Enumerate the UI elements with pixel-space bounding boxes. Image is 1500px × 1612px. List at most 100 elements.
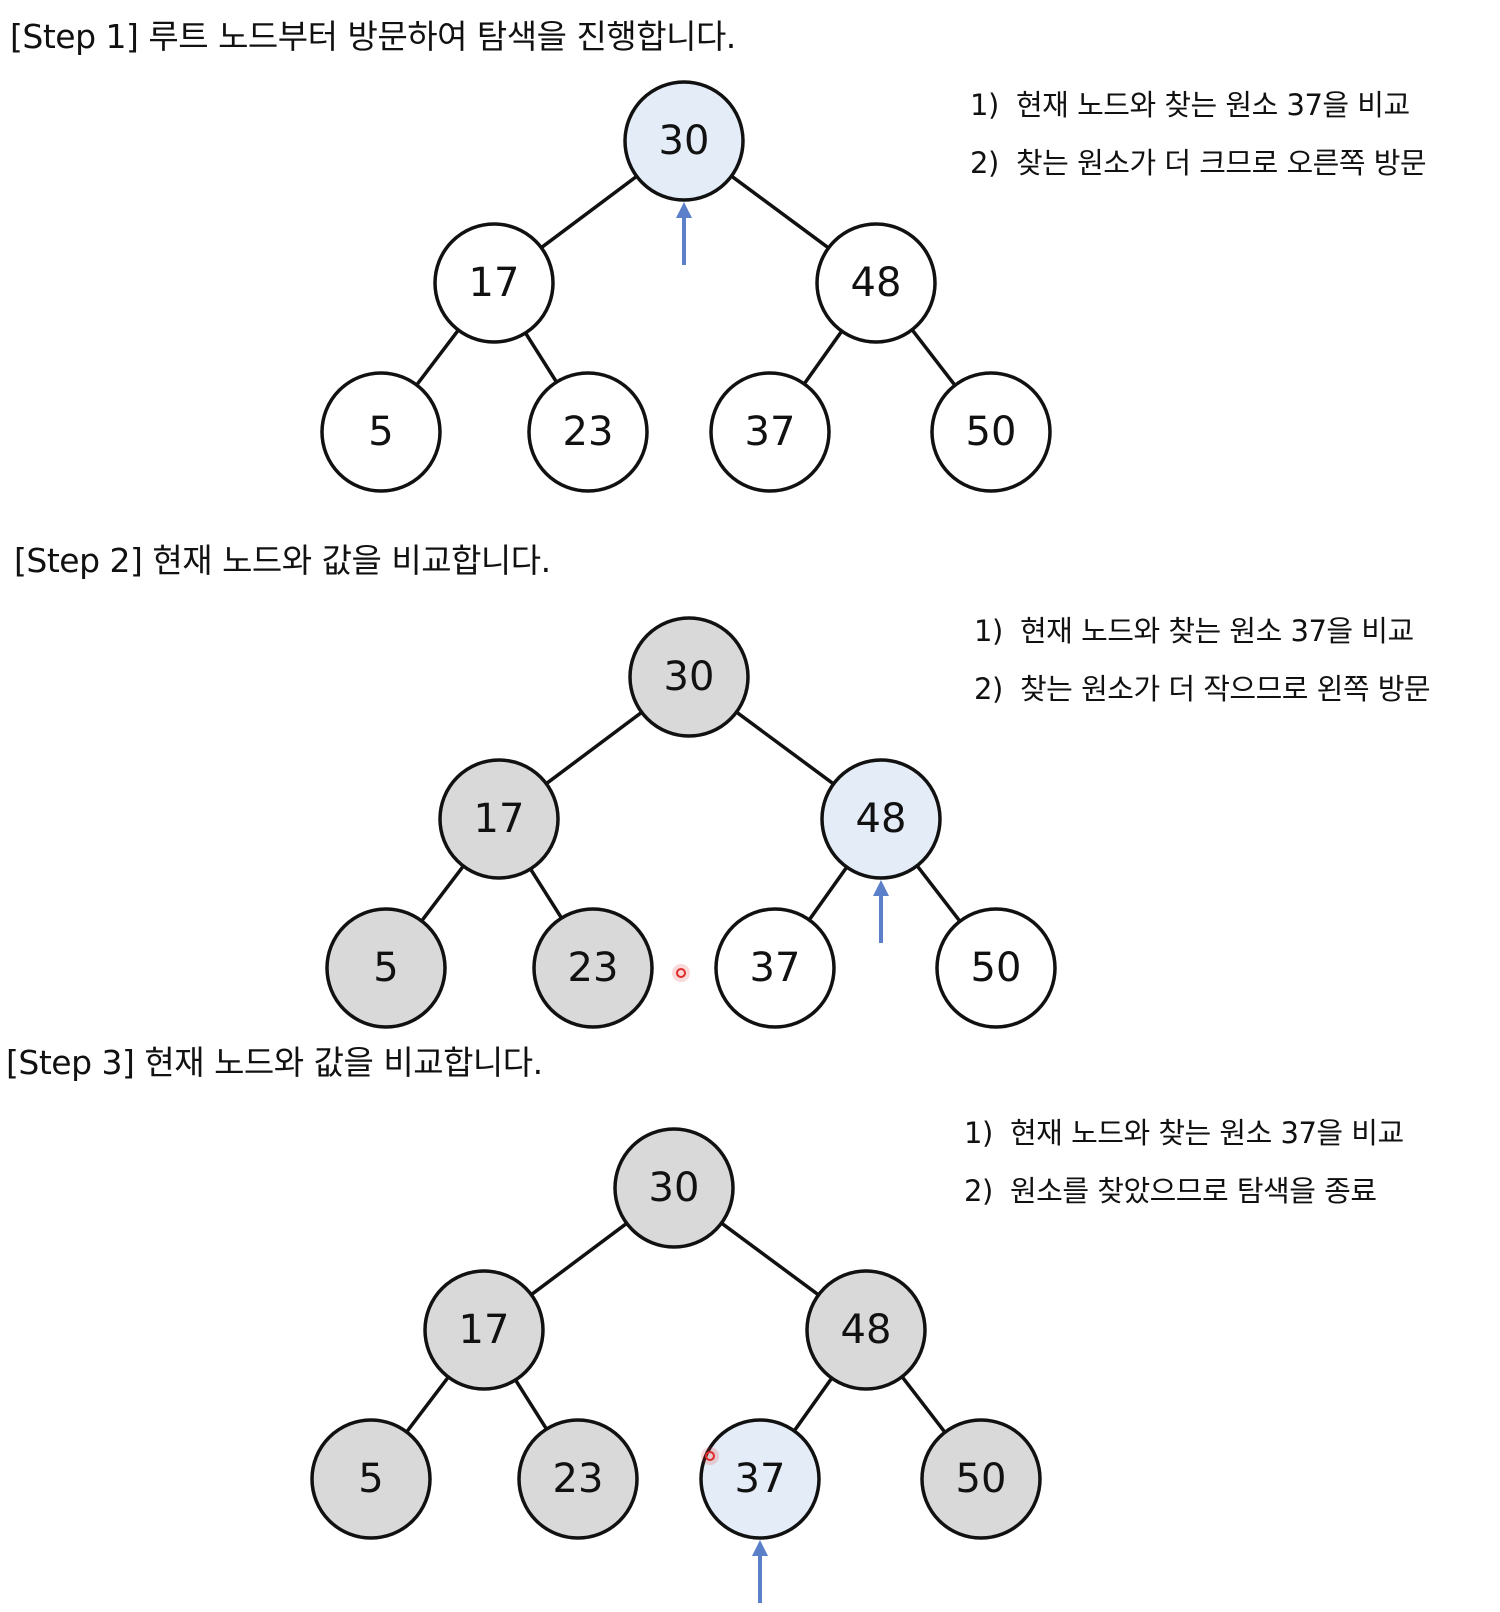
node-label: 30 bbox=[649, 1165, 700, 1211]
tree-edge bbox=[405, 1375, 450, 1434]
tree-edge bbox=[900, 1375, 947, 1434]
node-label: 50 bbox=[966, 409, 1017, 455]
node-label: 30 bbox=[659, 118, 710, 164]
node-label: 30 bbox=[664, 654, 715, 700]
tree-edge bbox=[915, 864, 962, 923]
tree-edge bbox=[524, 331, 558, 384]
node-circle bbox=[532, 907, 654, 1029]
step-2-notes: 1)현재 노드와 찾는 원소 37을 비교 2)찾는 원소가 더 작으므로 왼쪽… bbox=[974, 608, 1431, 724]
cursor-dot-icon bbox=[676, 968, 686, 978]
tree-node-5: 5 bbox=[325, 907, 447, 1029]
tree-node-30: 30 bbox=[623, 80, 745, 202]
tree-node-23: 23 bbox=[532, 907, 654, 1029]
tree-node-30: 30 bbox=[628, 616, 750, 738]
tree-edge bbox=[910, 328, 957, 387]
step-3-tree: 30 17 48 5 23 37 50 bbox=[310, 1127, 1042, 1603]
step-2-tree: 30 17 48 5 23 37 50 bbox=[325, 616, 1057, 1029]
node-label: 37 bbox=[735, 1456, 786, 1502]
cursor-dot-icon bbox=[705, 1451, 715, 1461]
node-label: 23 bbox=[553, 1456, 604, 1502]
tree-node-50: 50 bbox=[920, 1418, 1042, 1540]
step-3-note-2: 2)원소를 찾았으므로 탐색을 종료 bbox=[964, 1174, 1377, 1208]
node-label: 5 bbox=[358, 1456, 383, 1502]
node-circle bbox=[623, 80, 745, 202]
tree-edge bbox=[807, 866, 849, 921]
tree-node-37: 37 bbox=[709, 371, 831, 493]
node-circle bbox=[709, 371, 831, 493]
step-1-notes: 1)현재 노드와 찾는 원소 37을 비교 2)찾는 원소가 더 크므로 오른쪽… bbox=[970, 82, 1427, 198]
cursor-halo-icon bbox=[672, 964, 690, 982]
node-circle bbox=[527, 371, 649, 493]
node-label: 5 bbox=[368, 409, 393, 455]
step-2-title: [Step 2] 현재 노드와 값을 비교합니다. bbox=[14, 541, 551, 580]
tree-edge bbox=[802, 330, 844, 385]
tree-edge bbox=[514, 1378, 548, 1431]
tree-edge bbox=[735, 710, 835, 786]
cursor-halo-icon bbox=[701, 1447, 719, 1465]
tree-node-50: 50 bbox=[930, 371, 1052, 493]
node-circle bbox=[920, 1418, 1042, 1540]
step-2-note-1: 1)현재 노드와 찾는 원소 37을 비교 bbox=[974, 614, 1414, 648]
tree-edge bbox=[415, 328, 460, 387]
node-circle bbox=[423, 1269, 545, 1391]
step-3-note-1: 1)현재 노드와 찾는 원소 37을 비교 bbox=[964, 1116, 1404, 1150]
tree-edge bbox=[545, 710, 643, 786]
node-circle bbox=[628, 616, 750, 738]
node-label: 17 bbox=[459, 1307, 510, 1353]
tree-node-17: 17 bbox=[423, 1269, 545, 1391]
tree-node-5: 5 bbox=[320, 371, 442, 493]
tree-node-48: 48 bbox=[815, 222, 937, 344]
node-label: 37 bbox=[750, 945, 801, 991]
node-label: 50 bbox=[956, 1456, 1007, 1502]
step-1-tree: 30 17 48 5 23 37 50 bbox=[320, 80, 1052, 493]
step-1-note-2: 2)찾는 원소가 더 크므로 오른쪽 방문 bbox=[970, 146, 1427, 180]
node-label: 17 bbox=[469, 260, 520, 306]
tree-edge bbox=[529, 867, 563, 920]
tree-edge bbox=[730, 174, 830, 250]
step-2-note-2: 2)찾는 원소가 더 작으므로 왼쪽 방문 bbox=[974, 672, 1431, 706]
tree-edge bbox=[720, 1221, 820, 1297]
node-circle bbox=[815, 222, 937, 344]
node-label: 23 bbox=[563, 409, 614, 455]
node-circle bbox=[820, 758, 942, 880]
tree-edge bbox=[420, 864, 465, 923]
tree-node-23: 23 bbox=[517, 1418, 639, 1540]
step-3-title: [Step 3] 현재 노드와 값을 비교합니다. bbox=[6, 1043, 543, 1082]
tree-edge bbox=[530, 1221, 628, 1297]
node-circle bbox=[699, 1418, 821, 1540]
node-circle bbox=[310, 1418, 432, 1540]
node-circle bbox=[805, 1269, 927, 1391]
step-1-title: [Step 1] 루트 노드부터 방문하여 탐색을 진행합니다. bbox=[10, 17, 736, 56]
node-label: 50 bbox=[971, 945, 1022, 991]
node-label: 48 bbox=[841, 1307, 892, 1353]
node-circle bbox=[517, 1418, 639, 1540]
tree-edge bbox=[540, 174, 638, 250]
node-circle bbox=[613, 1127, 735, 1249]
tree-node-5: 5 bbox=[310, 1418, 432, 1540]
tree-node-50: 50 bbox=[935, 907, 1057, 1029]
node-label: 23 bbox=[568, 945, 619, 991]
tree-edge bbox=[792, 1377, 834, 1432]
node-label: 17 bbox=[474, 796, 525, 842]
node-label: 48 bbox=[851, 260, 902, 306]
node-label: 5 bbox=[373, 945, 398, 991]
node-label: 37 bbox=[745, 409, 796, 455]
tree-node-48: 48 bbox=[805, 1269, 927, 1391]
tree-node-23: 23 bbox=[527, 371, 649, 493]
node-circle bbox=[930, 371, 1052, 493]
step-1-note-1: 1)현재 노드와 찾는 원소 37을 비교 bbox=[970, 88, 1410, 122]
tree-node-17: 17 bbox=[438, 758, 560, 880]
node-circle bbox=[325, 907, 447, 1029]
node-circle bbox=[320, 371, 442, 493]
node-circle bbox=[433, 222, 555, 344]
tree-node-37: 37 bbox=[699, 1418, 821, 1540]
node-circle bbox=[438, 758, 560, 880]
tree-node-37: 37 bbox=[714, 907, 836, 1029]
node-circle bbox=[714, 907, 836, 1029]
tree-node-17: 17 bbox=[433, 222, 555, 344]
node-label: 48 bbox=[856, 796, 907, 842]
tree-node-30: 30 bbox=[613, 1127, 735, 1249]
node-circle bbox=[935, 907, 1057, 1029]
step-3-notes: 1)현재 노드와 찾는 원소 37을 비교 2)원소를 찾았으므로 탐색을 종료 bbox=[964, 1110, 1404, 1226]
tree-node-48: 48 bbox=[820, 758, 942, 880]
